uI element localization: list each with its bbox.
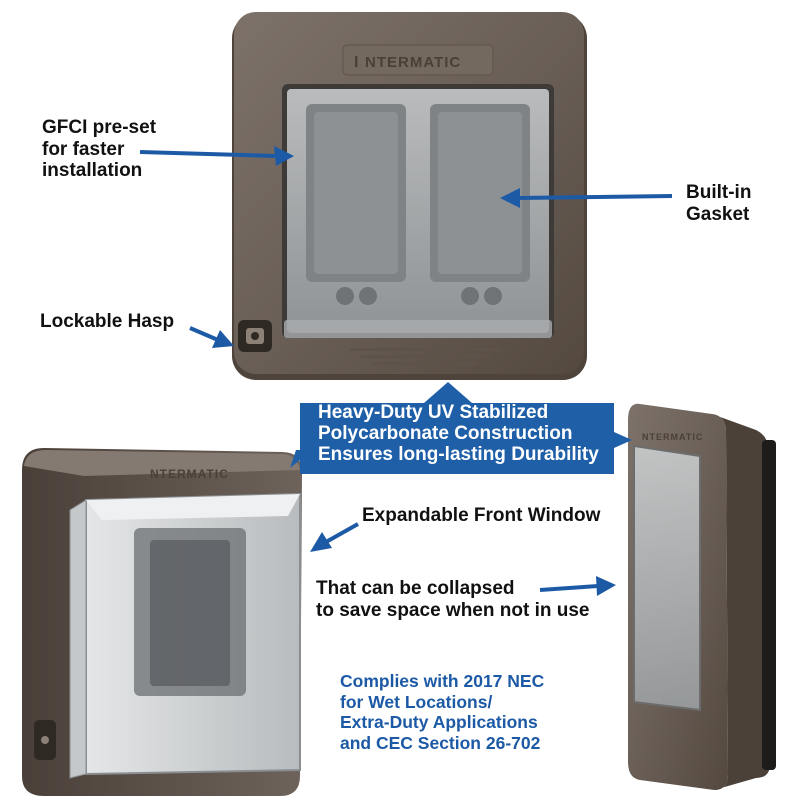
right-cover-side-view: NTERMATIC [628,403,776,790]
left-cover-expanded-view: NTERMATIC [22,448,302,796]
left-logo-text: NTERMATIC [150,467,229,481]
banner-line-3: Ensures long-lasting Durability [318,443,599,465]
arrow-icon [539,576,616,596]
callout-window: Expandable Front Window [362,505,600,527]
callout-gasket-line-1: Built-in [686,182,752,203]
lock-hasp-icon [34,720,56,760]
callout-gfci-line-2: for faster [42,138,125,160]
callout-hasp-line-1: Lockable Hasp [40,311,175,332]
callout-gfci: GFCI pre-set for faster installation [42,117,156,182]
arrow-icon [139,146,294,166]
compliance-line-4: and CEC Section 26-702 [340,732,541,753]
arrow-icon [189,326,234,348]
top-logo-text: NTERMATIC [365,54,461,71]
feature-banner [290,382,632,474]
banner-text: Heavy-Duty UV Stabilized Polycarbonate C… [318,402,599,466]
callout-window-line-1: Expandable Front Window [362,505,601,526]
banner-line-1: Heavy-Duty UV Stabilized [318,402,549,423]
top-cover-front-view: NTERMATIC I [232,12,587,380]
compliance-line-1: Complies with 2017 NEC [340,671,545,691]
arrow-icon [500,188,673,208]
callout-hasp: Lockable Hasp [40,311,174,333]
compliance-line-3: Extra-Duty Applications [340,712,538,733]
callout-gasket-line-2: Gasket [686,203,750,225]
right-logo-text: NTERMATIC [642,432,703,442]
lock-hasp-icon [238,320,272,352]
callout-collapse: That can be collapsed to save space when… [316,578,589,621]
compliance-line-2: for Wet Locations/ [340,691,493,712]
arrow-icon [310,522,359,552]
compliance-text: Complies with 2017 NEC for Wet Locations… [340,671,544,754]
callout-gfci-line-3: installation [42,160,143,182]
callout-collapse-line-1: That can be collapsed [316,578,515,599]
callout-gfci-line-1: GFCI pre-set [42,117,157,138]
callout-collapse-line-2: to save space when not in use [316,599,590,621]
banner-line-2: Polycarbonate Construction [318,422,573,444]
logo-mark-icon: I [354,54,359,71]
callout-gasket: Built-in Gasket [686,182,751,225]
